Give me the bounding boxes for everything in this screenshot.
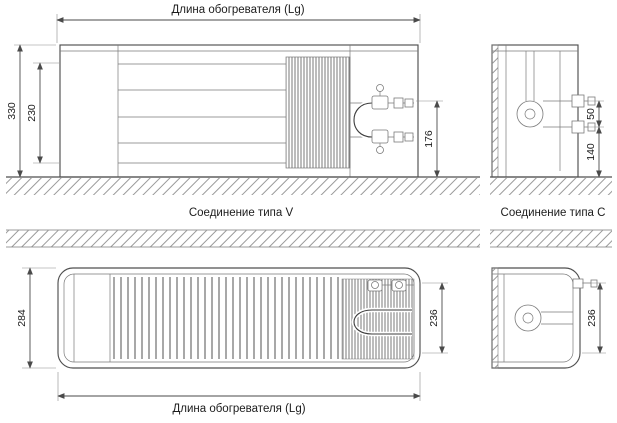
dim-label-50: 50 (585, 108, 597, 120)
heater-casing-front (59, 44, 419, 178)
pipe-connection-circle-plan (514, 304, 542, 332)
ground-hatch-front (6, 178, 480, 195)
ground-line-front (6, 176, 480, 195)
front-view-dimensions-left: 330 230 (6, 44, 59, 178)
valve-body-upper (371, 95, 389, 110)
dim-label-140: 140 (585, 143, 597, 161)
bottom-length-label: Длина обогревателя (Lg) (172, 403, 305, 415)
plan-side-view-dimension: 236 (582, 282, 606, 354)
pipe-connection-circle-side (516, 100, 544, 128)
ground-hatch-side (490, 178, 612, 195)
front-view-dimension-right: 176 (416, 100, 443, 178)
section-cut-edge (491, 44, 499, 178)
dim-label-236-plan: 236 (428, 309, 440, 327)
u-bend-pipe-front (353, 102, 373, 138)
side-view-type-c (491, 44, 596, 178)
section-cut-edge-plan (491, 267, 499, 369)
plan-view-dimensions: 284 236 Длина обогревателя (Lg) (16, 267, 448, 415)
valve-fitting-plan-side (572, 278, 598, 289)
valve-handle-upper (376, 84, 384, 92)
side-view-dimensions: 50 140 (585, 100, 604, 178)
plan-view-type-v (57, 267, 421, 369)
valve-body-lower (371, 129, 389, 144)
top-length-dimension: Длина обогревателя (Lg) (56, 4, 421, 43)
dim-label-176: 176 (423, 130, 435, 148)
dim-label-284: 284 (16, 309, 28, 327)
heat-exchanger-fins-front (285, 56, 351, 169)
u-bend-pipe-plan (351, 307, 412, 337)
top-grille-plan (112, 277, 342, 359)
front-view-type-v (59, 44, 419, 178)
connection-type-v-label: Соединение типа V (189, 207, 294, 219)
dim-label-236-side: 236 (586, 309, 598, 327)
dim-label-230: 230 (26, 104, 38, 122)
top-length-label: Длина обогревателя (Lg) (171, 4, 304, 16)
valve-assembly-front (350, 84, 414, 154)
valve-handle-lower (376, 146, 384, 154)
valve-assembly-plan (367, 279, 414, 292)
connection-type-c-label: Соединение типа C (501, 207, 606, 219)
separator-hatch-band (6, 229, 612, 248)
dim-label-330: 330 (6, 102, 18, 120)
plan-side-view-type-c (491, 267, 598, 369)
ground-line-side (490, 176, 612, 195)
